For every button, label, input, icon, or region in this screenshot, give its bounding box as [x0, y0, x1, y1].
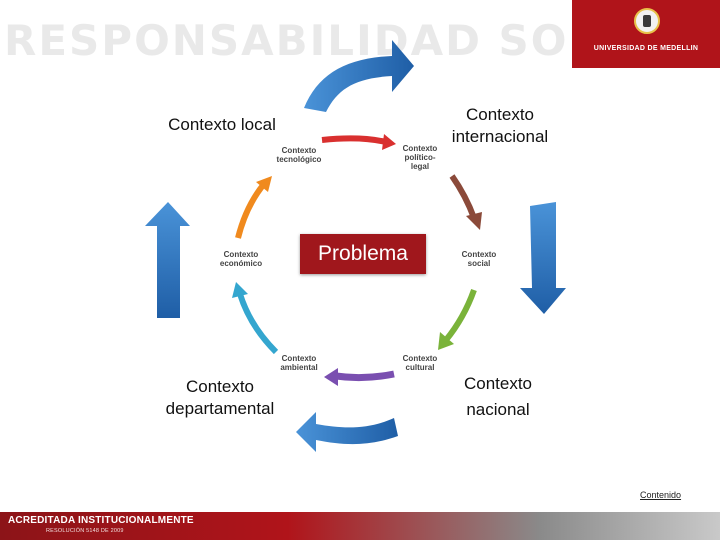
header-banner: RESPONSABILIDAD SOCIAL [0, 0, 570, 68]
inner-arrow-economico-to-tecnologico [235, 176, 272, 239]
node-tecnologico: Contexto tecnológico [276, 146, 322, 164]
outer-arrow-bottom [296, 412, 398, 452]
contenido-link[interactable]: Contenido [640, 490, 682, 500]
node-economico: Contexto económico [219, 250, 263, 268]
outer-arrow-right [520, 202, 566, 314]
context-nacional-label: Contexto nacional [450, 372, 546, 424]
banner-title: RESPONSABILIDAD SOCIAL [4, 16, 570, 65]
outer-arrow-left [145, 202, 190, 318]
node-social: Contexto social [461, 250, 497, 268]
outer-arrow-top [304, 40, 414, 112]
context-internacional-label: Contexto internacional [451, 105, 549, 146]
university-seal-icon [634, 8, 660, 34]
node-politico-legal: Contexto político-legal [402, 144, 438, 171]
inner-arrow-social-to-cultural [438, 288, 477, 350]
context-nacional-line2: nacional [466, 400, 530, 419]
accreditation-text: ACREDITADA INSTITUCIONALMENTE [8, 515, 194, 526]
inner-arrow-tecnologico-to-politico [321, 134, 396, 150]
context-local-label: Contexto local [168, 115, 276, 134]
footer-bar: ACREDITADA INSTITUCIONALMENTE RESOLUCIÓN… [0, 512, 720, 540]
context-departamental-label: Contexto departamental [165, 377, 275, 418]
inner-arrow-cultural-to-ambiental [324, 368, 395, 386]
problem-box: Problema [300, 234, 426, 274]
inner-arrow-ambiental-to-economico [232, 282, 279, 355]
inner-arrow-politico-to-social [449, 174, 482, 230]
node-cultural: Contexto cultural [402, 354, 438, 372]
node-ambiental: Contexto ambiental [280, 354, 318, 372]
resolution-text: RESOLUCIÓN 5148 DE 2009 [46, 528, 124, 534]
context-nacional-line1: Contexto [463, 374, 533, 393]
logo-text: UNIVERSIDAD DE MEDELLIN [593, 45, 699, 52]
university-logo: UNIVERSIDAD DE MEDELLIN [572, 0, 720, 68]
